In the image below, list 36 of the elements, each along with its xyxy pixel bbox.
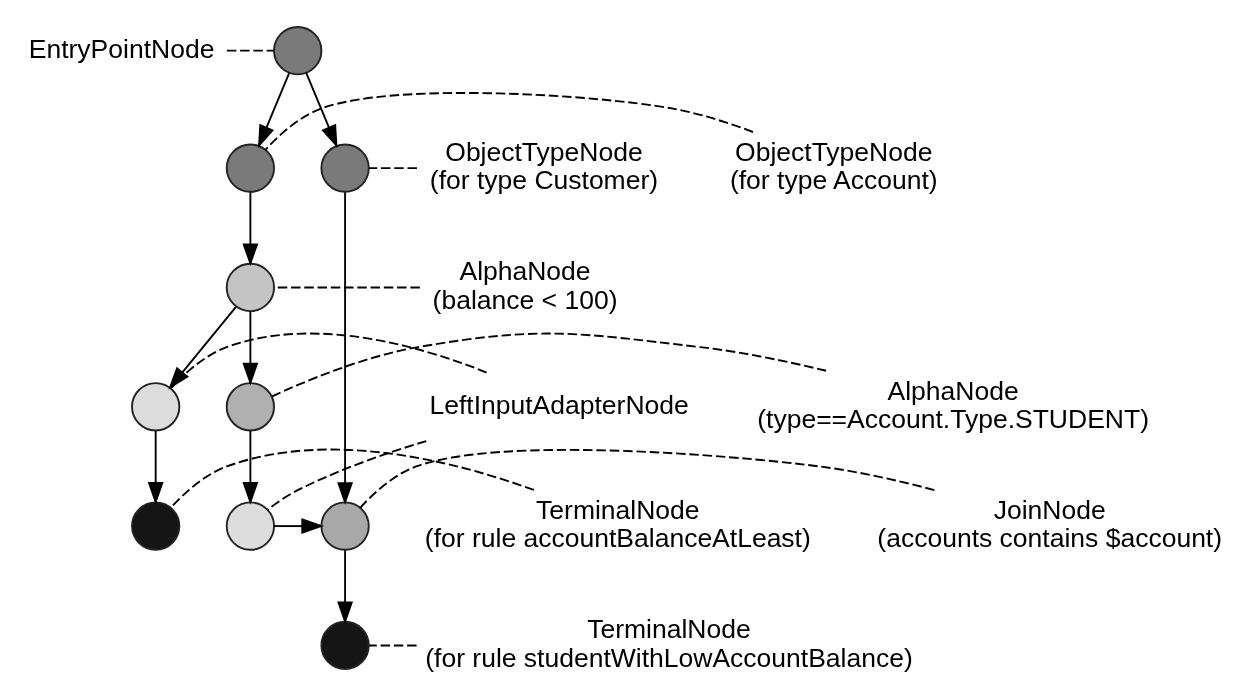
node-circle xyxy=(320,143,370,193)
arrow xyxy=(258,71,291,148)
node-text: TerminalNode (for rule accountBalanceAtLeast) xyxy=(424,494,811,553)
connector xyxy=(271,332,828,397)
node-text: AlphaNode (type==Account.Type.STUDENT) xyxy=(757,375,1149,434)
node-text: AlphaNode (balance < 100) xyxy=(432,255,618,315)
node-text: LeftInputAdapterNode xyxy=(429,389,689,420)
arrow xyxy=(305,71,338,148)
node-text: ObjectTypeNode (for type Account) xyxy=(729,136,938,195)
arrow xyxy=(337,190,354,505)
node-text: EntryPointNode xyxy=(28,33,215,64)
arrow xyxy=(337,548,354,624)
node-circle xyxy=(225,501,275,551)
node-text: JoinNode (accounts contains $account) xyxy=(877,494,1223,553)
connector xyxy=(368,166,418,169)
node-circle xyxy=(131,501,181,551)
node-circle xyxy=(225,143,275,193)
connector xyxy=(225,49,275,52)
connector xyxy=(170,448,535,508)
connector xyxy=(267,439,428,510)
connector xyxy=(368,644,418,646)
connector xyxy=(359,448,936,508)
arrow xyxy=(242,310,259,386)
arrow xyxy=(242,190,259,266)
arrow xyxy=(147,429,164,505)
connector xyxy=(264,91,754,150)
node-circle xyxy=(320,620,370,670)
node-circle xyxy=(131,381,181,431)
arrow xyxy=(273,517,325,534)
node-circle xyxy=(320,501,370,551)
node-text: ObjectTypeNode (for type Customer) xyxy=(429,136,659,195)
arrow xyxy=(242,429,259,505)
node-circle xyxy=(273,25,323,75)
node-circle xyxy=(225,262,275,312)
node-circle xyxy=(225,381,275,431)
node-text: TerminalNode (for rule studentWithLowAccountBalance) xyxy=(425,613,913,673)
